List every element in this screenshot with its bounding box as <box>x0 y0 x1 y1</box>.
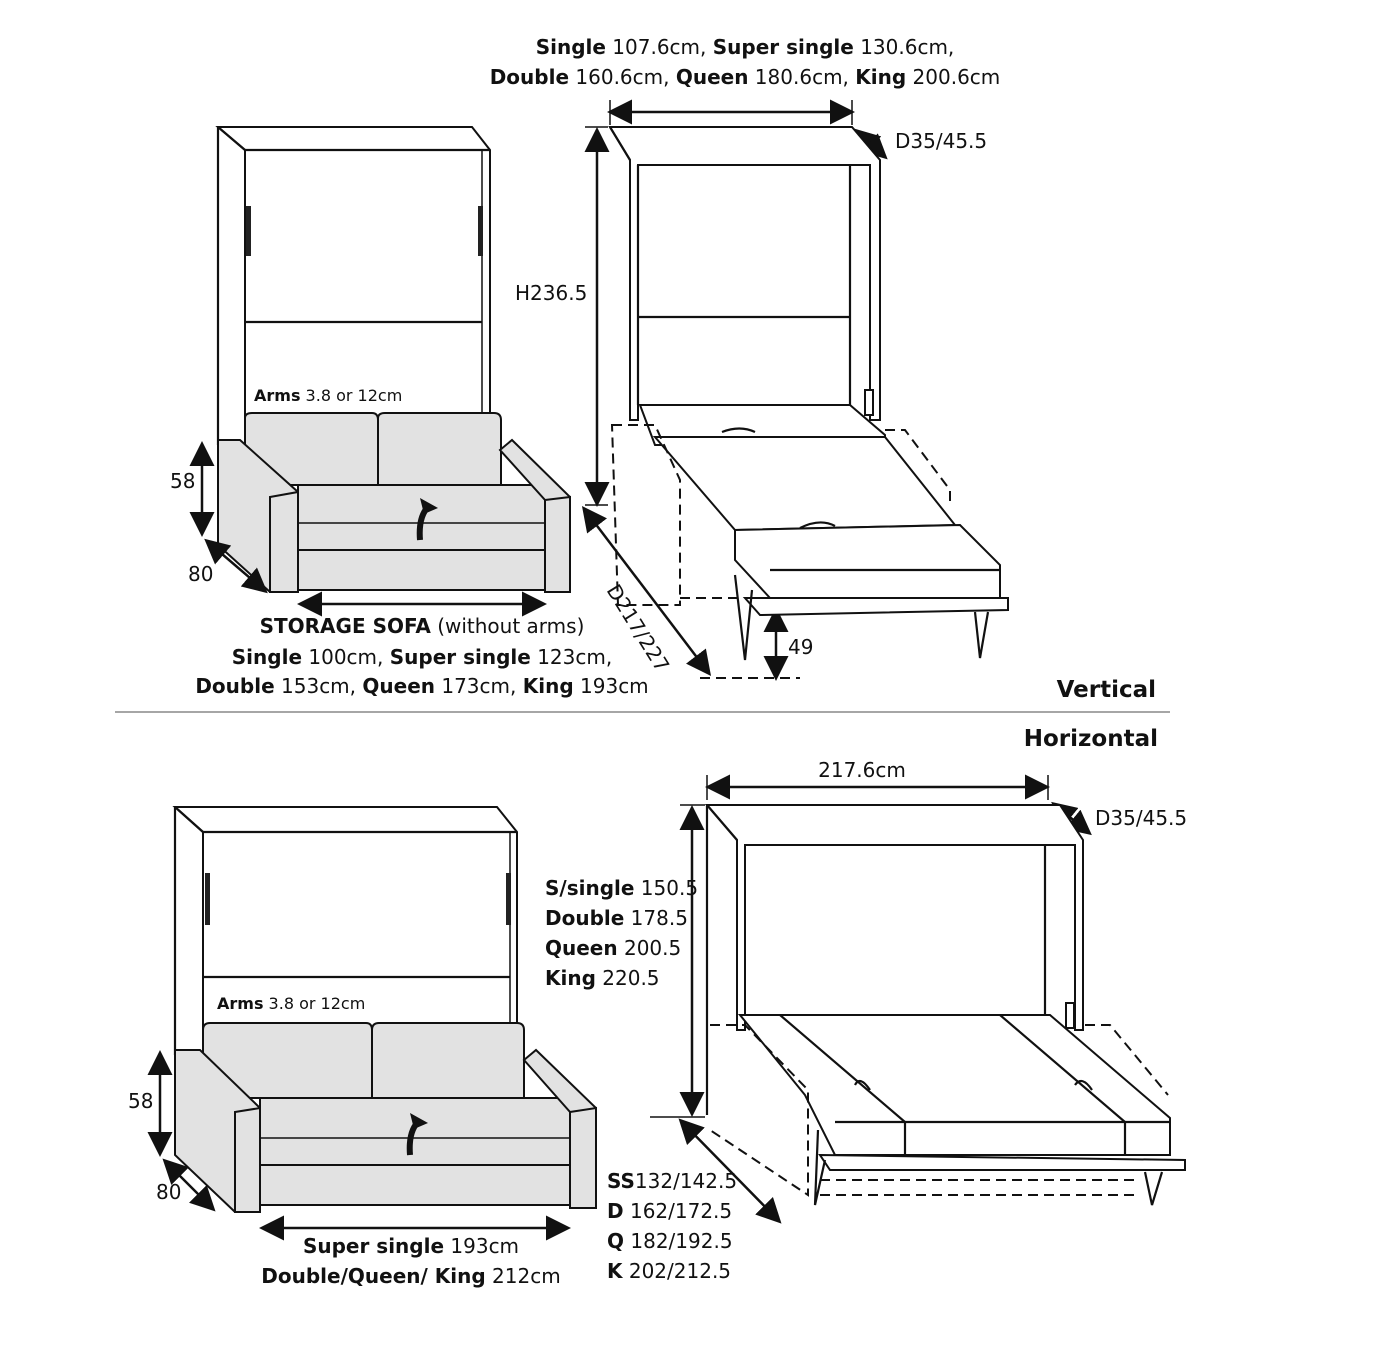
handle-icon <box>478 206 483 256</box>
horizontal-closed-cabinet-drawing <box>172 806 518 1055</box>
horizontal-width-label: 217.6cm <box>818 758 906 782</box>
handle-icon <box>205 873 210 925</box>
horizontal-open-depth-list: SS132/142.5 D 162/172.5 Q 182/192.5 K 20… <box>607 1169 737 1283</box>
vertical-width-line2: Double 160.6cm, Queen 180.6cm, King 200.… <box>490 65 1001 89</box>
horizontal-arms-label: Arms 3.8 or 12cm <box>217 994 365 1013</box>
height-item: King 220.5 <box>545 966 660 990</box>
vertical-sofa-width-line1: STORAGE SOFA (without arms) <box>260 614 585 638</box>
horizontal-storage-sofa-drawing <box>174 1022 597 1213</box>
open-depth-item: K 202/212.5 <box>607 1259 731 1283</box>
horizontal-open-bed-drawing <box>704 804 1186 1206</box>
handle-icon <box>506 873 511 925</box>
vertical-arms-label: Arms 3.8 or 12cm <box>254 386 402 405</box>
vertical-open-bed-drawing <box>608 126 1009 661</box>
horizontal-section-label: Horizontal <box>1024 726 1158 752</box>
vertical-sofa-width-line2: Single 100cm, Super single 123cm, <box>232 645 612 669</box>
horizontal-sofa-width-line2: Double/Queen/ King 212cm <box>261 1264 560 1288</box>
open-depth-item: Q 182/192.5 <box>607 1229 733 1253</box>
horizontal-sofa-height-label: 58 <box>128 1089 153 1113</box>
horizontal-depth-label: D35/45.5 <box>1095 806 1187 830</box>
vertical-open-depth-label: D217/227 <box>602 580 675 676</box>
open-depth-item: SS132/142.5 <box>607 1169 737 1193</box>
vertical-height-label: H236.5 <box>515 281 587 305</box>
vertical-bed-height-label: 49 <box>788 635 813 659</box>
height-item: Double 178.5 <box>545 906 688 930</box>
horizontal-height-list: S/single 150.5 Double 178.5 Queen 200.5 … <box>545 876 698 990</box>
vertical-sofa-width-line3: Double 153cm, Queen 173cm, King 193cm <box>195 674 648 698</box>
height-item: S/single 150.5 <box>545 876 698 900</box>
handle-icon <box>246 206 251 256</box>
vertical-sofa-height-label: 58 <box>170 469 195 493</box>
horizontal-sofa-width-line1: Super single 193cm <box>303 1234 519 1258</box>
height-item: Queen 200.5 <box>545 936 681 960</box>
vertical-width-line1: Single 107.6cm, Super single 130.6cm, <box>536 35 955 59</box>
vertical-storage-sofa-drawing <box>217 412 571 593</box>
vertical-section-label: Vertical <box>1057 677 1156 703</box>
horizontal-sofa-depth-label: 80 <box>156 1180 181 1204</box>
open-depth-item: D 162/172.5 <box>607 1199 732 1223</box>
vertical-sofa-depth-label: 80 <box>188 562 213 586</box>
vertical-depth-label: D35/45.5 <box>895 129 987 153</box>
